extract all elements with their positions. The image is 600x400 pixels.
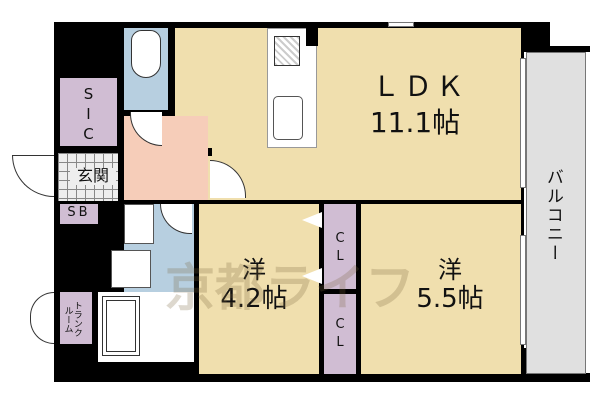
ldk-name: ＬＤＫ [371,70,468,103]
balcony-label: バルコニー [542,167,563,263]
ldk-room-lower [210,150,521,200]
western-room-2-size: 5.5帖 [416,284,484,314]
western-room-1-size: 4.2帖 [220,284,288,314]
balcony-top-wall [550,46,590,52]
closet-1-door-icon [302,212,322,228]
sic-label: S I C [83,85,94,143]
balcony-window [520,58,526,188]
sic-closet[interactable] [60,78,117,146]
sink-icon [273,96,303,140]
closet-1-label: C L [335,231,345,264]
trunk-room-label: トランク ルーム [62,301,82,337]
outer-wall-right [520,22,550,52]
sb-label: SB [67,205,91,220]
closet-2-label: C L [335,317,345,350]
entrance-label: 玄関 [70,167,116,185]
balcony[interactable] [526,52,586,374]
western-room-1-name: 洋 [242,256,266,284]
washing-machine-icon [111,250,151,288]
closet-1[interactable] [324,204,356,289]
window-top [388,22,414,27]
watermark: 京都ライフ [165,259,415,317]
closet-2[interactable] [324,294,356,374]
kitchen-column [306,24,318,46]
toilet-icon [131,30,161,78]
western-room-2-name: 洋 [438,256,462,284]
ldk-size: 11.1帖 [369,106,461,139]
western-room-1[interactable] [199,204,319,374]
balcony-bottom-wall [520,373,590,382]
trunk-door-arc[interactable] [30,292,54,344]
washbasin-icon [124,204,154,244]
trunk-room[interactable] [60,292,92,344]
balcony-window-2 [520,235,526,345]
stove-icon [274,36,300,66]
western-room-2[interactable] [361,204,521,374]
entrance-door-arc[interactable] [12,155,54,197]
bathtub-icon [102,296,140,356]
sb-closet[interactable] [60,204,98,224]
